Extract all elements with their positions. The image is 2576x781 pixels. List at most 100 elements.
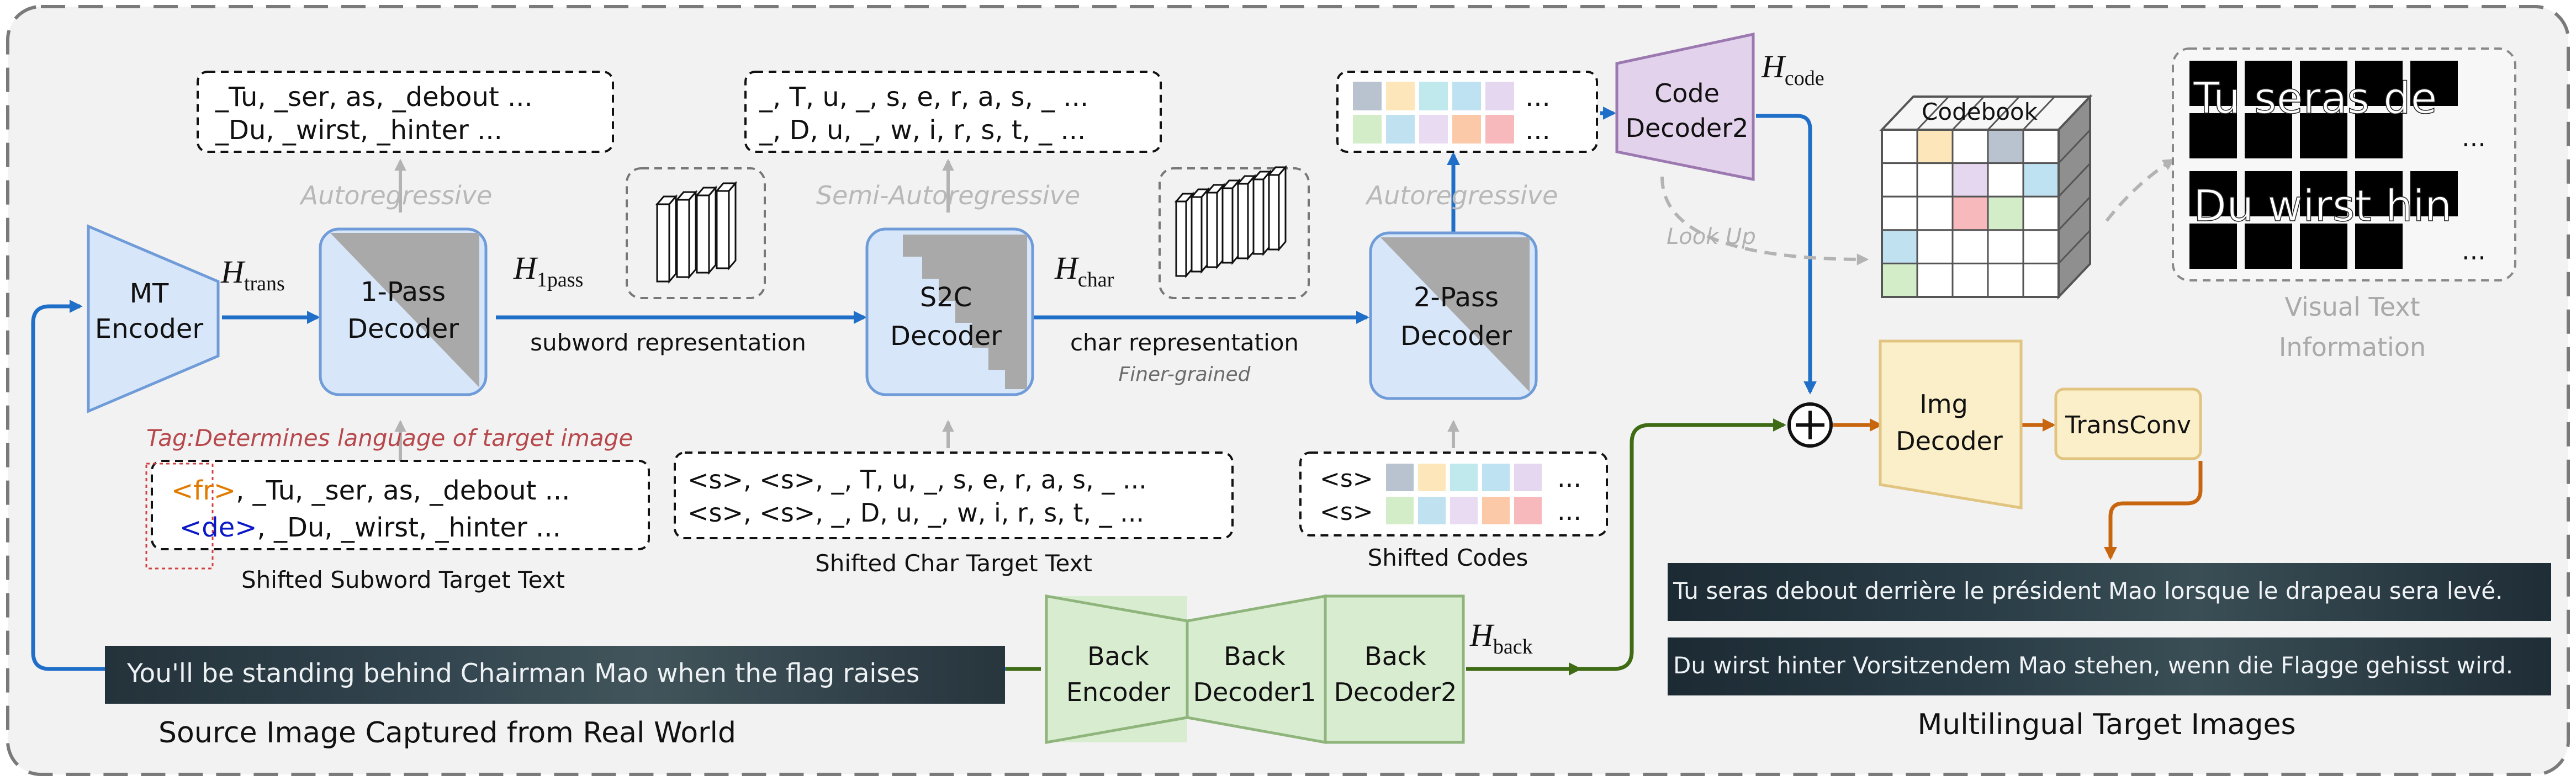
shifted-code-cell	[1418, 464, 1446, 491]
sum-node	[1787, 402, 1833, 448]
code-cell	[1485, 82, 1514, 110]
codebook-cell	[1951, 195, 1989, 231]
h-1pass-label: H1pass	[513, 250, 583, 291]
mt-encoder-label-2: Encoder	[95, 314, 204, 344]
code-cell	[1419, 115, 1448, 144]
visual-token-tile	[2189, 113, 2237, 158]
bar-front	[1252, 178, 1265, 255]
target-image-fr-text: Tu seras debout derrière le président Ma…	[1673, 577, 2503, 604]
visual-token-tile	[2300, 171, 2347, 216]
codebook-edge	[2022, 95, 2056, 131]
codebook-cell	[1881, 129, 1918, 164]
bar-side	[668, 194, 677, 284]
visual-token-tile	[2355, 113, 2403, 158]
shifted-codes-caption: Shifted Codes	[1368, 544, 1528, 571]
codebook-edge	[2057, 196, 2091, 231]
code-cell	[1452, 115, 1481, 144]
codebook-cell	[1916, 162, 1954, 198]
visual-token-tile	[2189, 61, 2237, 106]
target-image-de-text: Du wirst hinter Vorsitzendem Mao stehen,…	[1673, 652, 2513, 679]
back-decoder2-label: Back	[1364, 641, 1426, 671]
shifted-code-cell	[1514, 464, 1542, 491]
pass2-decoder: 2-Pass Decoder	[1369, 231, 1538, 400]
shifted-char-box: <s>, <s>, _, T, u, _, s, e, r, a, s, _ .…	[674, 451, 1234, 539]
bar-front	[656, 203, 670, 283]
bar-front	[1221, 187, 1234, 264]
visual-token-tile	[2245, 171, 2292, 216]
shifted-code-cell	[1450, 497, 1478, 524]
bar-side	[708, 185, 717, 275]
source-image-caption: Source Image Captured from Real World	[158, 716, 736, 750]
codebook-cell	[1987, 229, 2024, 264]
back-decoder2: Back Decoder2	[1324, 594, 1465, 744]
codebook-edge	[1987, 95, 2020, 131]
codebook-cell	[2022, 229, 2060, 264]
codebook-cell	[1951, 262, 1989, 298]
s2c-decoder: S2C Decoder	[865, 227, 1034, 396]
code-cell	[1353, 82, 1382, 110]
codebook-edge	[2057, 230, 2091, 264]
shifted-code-cell	[1386, 497, 1414, 524]
char-representation-icon	[1159, 164, 1310, 299]
visual-token-tile	[2189, 171, 2237, 216]
code-cell	[1386, 115, 1415, 144]
codebook-cell	[2022, 129, 2060, 164]
visual-token-tile	[2300, 113, 2347, 158]
codebook-cell	[1881, 262, 1918, 298]
connectors	[31, 107, 2203, 676]
codebook-label: Codebook	[1922, 98, 2038, 125]
visual-text-information: Tu seras de Du wirst hin ... ...	[2172, 47, 2516, 281]
codebook-cell	[1951, 162, 1989, 198]
pass1-decoder-label: 1-Pass	[361, 277, 446, 307]
shifted-subword-box: <fr>, _Tu, _ser, as, _debout ... <de>, _…	[145, 460, 650, 570]
codebook-cell	[1951, 229, 1989, 264]
code-output-box: ... ...	[1336, 71, 1598, 153]
h-code-label: Hcode	[1761, 49, 1824, 90]
code-cell	[1485, 115, 1514, 144]
tag-note: Tag:Determines language of target image	[146, 424, 633, 451]
look-up-label: Look Up	[1667, 224, 1756, 249]
shifted-char-line-2: <s>, <s>, _, D, u, _, w, i, r, s, t, _ .…	[687, 498, 1144, 528]
trans-conv-label: TransConv	[2065, 411, 2191, 439]
shifted-char-caption: Shifted Char Target Text	[815, 550, 1092, 577]
code-cell	[1386, 82, 1415, 110]
codebook-cell	[1916, 262, 1954, 298]
code-output-ellipsis-2: ...	[1525, 115, 1551, 146]
back-decoder1: Back Decoder1	[1186, 594, 1327, 744]
visual-text-line-1: Tu seras de	[2193, 74, 2437, 124]
trans-conv: TransConv	[2054, 387, 2202, 460]
code-decoder-label: Code	[1654, 78, 1720, 108]
shifted-code-cell	[1514, 497, 1542, 524]
back-encoder: Back Encoder	[1045, 594, 1189, 744]
bar-front	[1268, 174, 1280, 251]
char-output-box: _, T, u, _, s, e, r, a, s, _ ... _, D, u…	[744, 71, 1162, 153]
mode-label-semi-autoregressive: Semi-Autoregressive	[816, 180, 1080, 210]
back-decoder2-label-2: Decoder2	[1334, 677, 1457, 707]
source-image: You'll be standing behind Chairman Mao w…	[105, 646, 1005, 704]
shifted-subword-line-2: <de>, _Du, _wirst, _hinter ...	[179, 512, 561, 543]
codebook-cell	[1987, 195, 2024, 231]
pass2-decoder-label-2: Decoder	[1400, 321, 1512, 352]
s2c-decoder-label-2: Decoder	[890, 321, 1002, 352]
codebook-cell	[1916, 229, 1954, 264]
codebook-cell	[1916, 129, 1954, 164]
bar-side	[1278, 164, 1287, 252]
shifted-code-cell	[1450, 464, 1478, 491]
shifted-subword-caption: Shifted Subword Target Text	[241, 566, 565, 593]
visual-token-tile	[2355, 224, 2403, 269]
codebook-cell	[2022, 262, 2060, 298]
shifted-code-cell	[1386, 464, 1414, 491]
subword-output-box: _Tu, _ser, as, _debout ... _Du, _wirst, …	[197, 71, 614, 153]
finer-grained-label: Finer-grained	[1118, 363, 1251, 386]
shifted-codes-sos-1: <s>	[1320, 465, 1373, 493]
back-decoder1-label-2: Decoder1	[1193, 677, 1316, 707]
subword-output-line-1: _Tu, _ser, as, _debout ...	[215, 82, 533, 113]
codebook-cell	[1916, 195, 1954, 231]
codebook-cell	[2022, 195, 2060, 231]
h-back-label: Hback	[1469, 617, 1533, 658]
s2c-decoder-label: S2C	[920, 282, 972, 313]
mt-encoder: MT Encoder	[87, 224, 220, 413]
bar-front	[716, 190, 730, 269]
bar-front	[676, 199, 690, 278]
target-images-caption: Multilingual Target Images	[1917, 708, 2295, 741]
